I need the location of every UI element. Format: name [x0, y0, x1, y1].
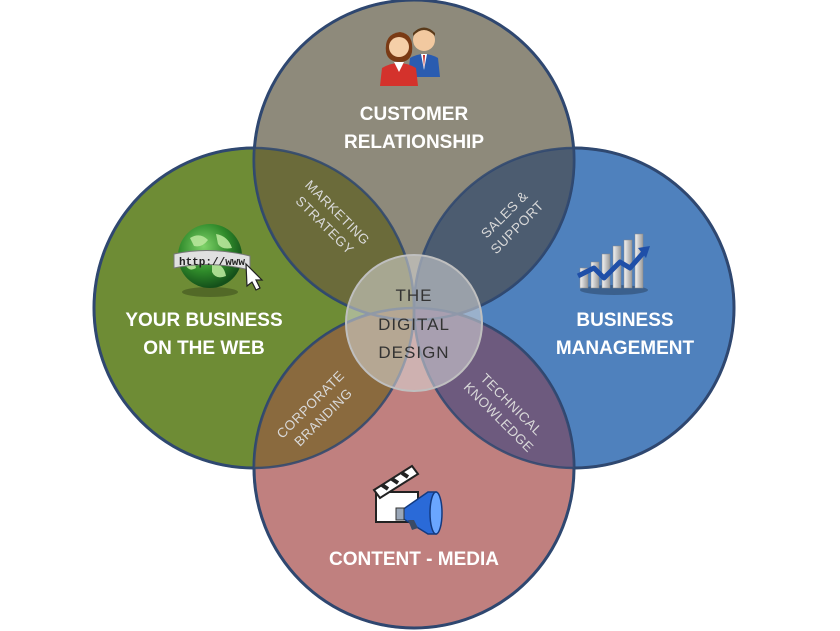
center-circle: [345, 254, 483, 392]
center-line-1: THE: [396, 286, 433, 305]
overlap-top-left-area: [254, 148, 414, 320]
center-line-3: DESIGN: [378, 343, 449, 362]
media-clapper-megaphone-icon: [372, 464, 443, 535]
top-label-line-1: CUSTOMER: [360, 104, 469, 125]
bar-chart-icon: [576, 233, 650, 295]
globe-www-icon: http://www: [173, 224, 264, 297]
center-line-2: DIGITAL: [378, 315, 450, 334]
right-label-line-1: BUSINESS: [576, 310, 673, 331]
globe-www-text: http://www: [179, 257, 245, 269]
overlap-bottom-right-area: [414, 308, 574, 468]
left-label-line-2: ON THE WEB: [143, 338, 264, 359]
bottom-label: CONTENT - MEDIA: [329, 549, 499, 570]
right-label-line-2: MANAGEMENT: [556, 338, 695, 359]
overlap-bottom-left-area: [254, 308, 414, 468]
left-label-line-1: YOUR BUSINESS: [125, 310, 282, 331]
top-label-line-2: RELATIONSHIP: [344, 132, 484, 153]
overlap-top-right-area: [414, 148, 574, 320]
people-icon: [380, 27, 440, 86]
